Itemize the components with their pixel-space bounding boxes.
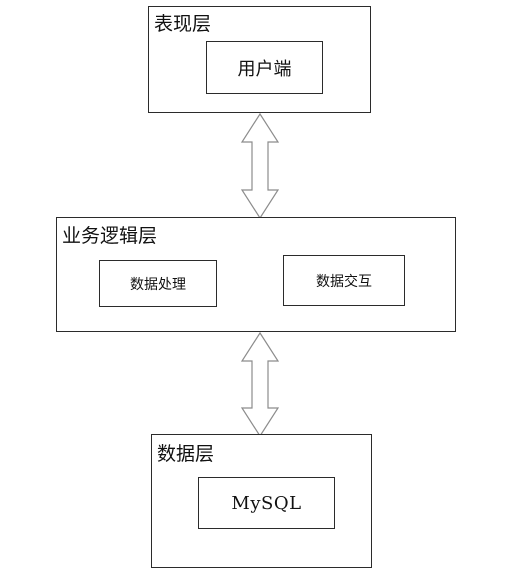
mysql-box: MySQL bbox=[198, 477, 335, 529]
presentation-layer: 表现层 用户端 bbox=[148, 6, 371, 113]
data-layer-title: 数据层 bbox=[157, 443, 215, 465]
bidirectional-arrow-top-shape bbox=[240, 112, 280, 220]
bidirectional-arrow-bottom-shape bbox=[240, 331, 280, 438]
mysql-label: MySQL bbox=[231, 492, 302, 514]
data-processing-label: 数据处理 bbox=[130, 276, 186, 293]
data-processing-box: 数据处理 bbox=[99, 260, 217, 307]
bidirectional-arrow-top bbox=[240, 112, 280, 220]
bidirectional-arrow-bottom bbox=[240, 331, 280, 438]
business-logic-layer-title: 业务逻辑层 bbox=[62, 225, 158, 247]
business-logic-layer: 业务逻辑层 数据处理 数据交互 bbox=[56, 217, 456, 332]
presentation-layer-title: 表现层 bbox=[154, 13, 212, 35]
client-label: 用户端 bbox=[237, 58, 292, 80]
data-interaction-box: 数据交互 bbox=[283, 255, 405, 306]
data-interaction-label: 数据交互 bbox=[316, 273, 372, 290]
data-layer: 数据层 MySQL bbox=[151, 434, 372, 568]
client-box: 用户端 bbox=[206, 41, 323, 94]
